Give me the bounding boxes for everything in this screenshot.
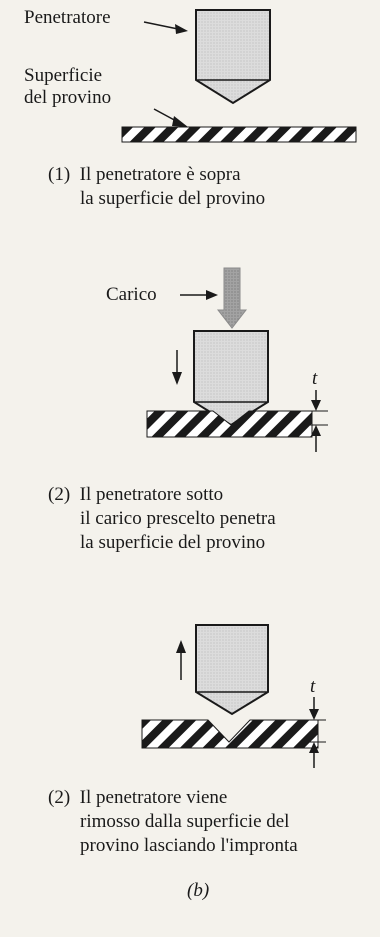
down-motion-arrow	[172, 350, 182, 385]
step2-text-line1: Il penetratore sotto	[79, 484, 224, 505]
step3-text-line3: provino lasciando l'impronta	[80, 835, 298, 856]
penetratore-arrow	[143, 21, 188, 34]
figure-label: (b)	[187, 880, 210, 901]
step3-number: (2)	[48, 787, 71, 808]
step1-specimen	[121, 126, 357, 143]
penetratore-label: Penetratore	[24, 7, 111, 28]
step1-text-line2: la superficie del provino	[80, 188, 266, 209]
step2-depth-marker	[300, 390, 328, 452]
load-arrow	[216, 267, 248, 329]
step3-caption: (2) Il penetratore viene rimosso dalla s…	[48, 786, 298, 858]
carico-label: Carico	[106, 284, 157, 305]
step3-penetrator	[195, 624, 269, 716]
up-motion-arrow	[176, 640, 186, 680]
step2-number: (2)	[48, 484, 71, 505]
step3-text-line2: rimosso dalla superficie del	[80, 811, 290, 832]
carico-arrow	[180, 290, 218, 300]
step2-text-line2: il carico prescelto penetra	[80, 508, 276, 529]
superficie-label-line1: Superficie	[24, 65, 103, 86]
step3-specimen	[141, 719, 319, 749]
superficie-label-line2: del provino	[24, 87, 112, 108]
step1-caption: (1) Il penetratore è sopra la superficie…	[48, 163, 265, 211]
step3-text-line1: Il penetratore viene	[79, 787, 228, 808]
step1-penetrator	[195, 9, 271, 105]
superficie-arrow	[153, 108, 188, 127]
step2-caption: (2) Il penetratore sotto il carico presc…	[48, 483, 276, 555]
t-label-step2: t	[312, 368, 318, 389]
step1-number: (1)	[48, 164, 71, 185]
step2-specimen	[146, 410, 313, 438]
step2-text-line3: la superficie del provino	[80, 532, 266, 553]
t-label-step3: t	[310, 676, 316, 697]
step1-text-line1: Il penetratore è sopra	[79, 164, 241, 185]
step3-depth-marker	[306, 697, 326, 768]
